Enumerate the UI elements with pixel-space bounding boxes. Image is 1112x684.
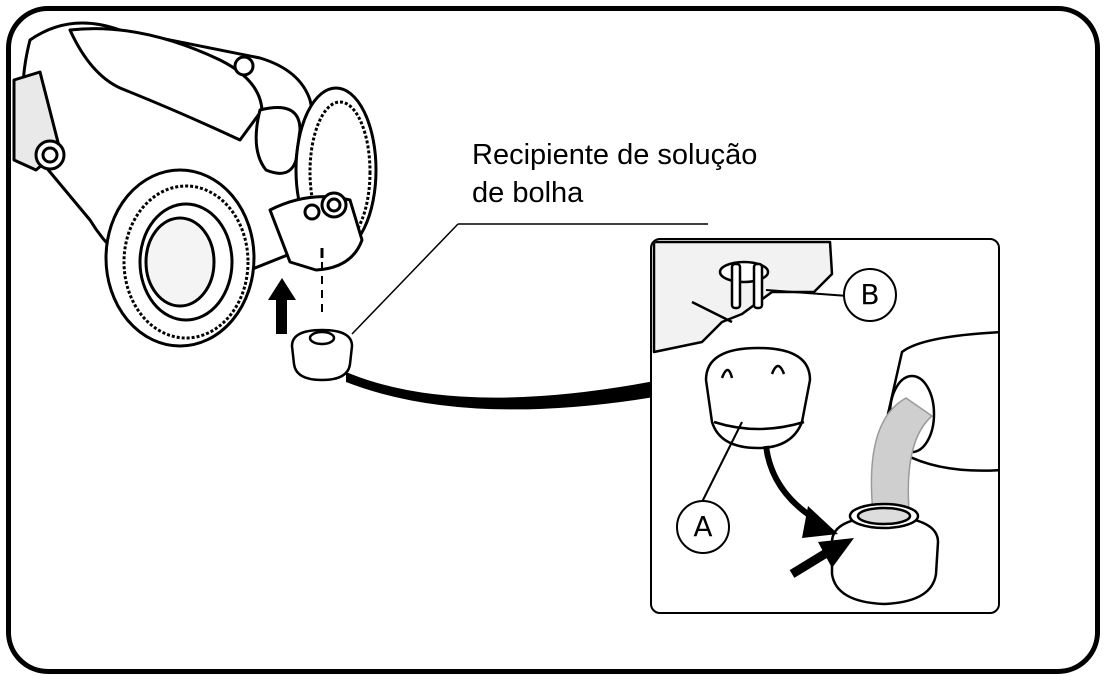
callout-leader-diagonal — [351, 223, 459, 335]
label-b: B — [843, 268, 897, 322]
up-arrow-icon — [268, 278, 296, 334]
scrubber-machine — [12, 21, 378, 348]
curved-arrow-icon — [346, 362, 712, 410]
callout-line-1: Recipiente de solução — [472, 139, 758, 171]
detail-art — [652, 240, 998, 606]
callout-line-2: de bolha — [472, 177, 584, 209]
label-a: A — [676, 500, 730, 554]
callout-label: Recipiente de solução de bolha — [472, 136, 757, 212]
detail-inset — [650, 238, 1000, 614]
bubble-container-small — [290, 328, 354, 382]
